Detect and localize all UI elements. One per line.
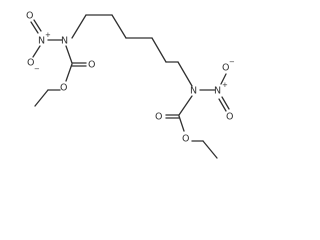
bond-chain-5 bbox=[151, 37, 167, 63]
bond-nitro-o-double-right-a bbox=[221, 96, 230, 110]
bond-nitro-o-single-right bbox=[220, 73, 227, 85]
atom-nitro-o-double-left: O bbox=[26, 11, 33, 22]
atom-nitro-o-minus-left: O bbox=[27, 58, 34, 69]
charge-minus-left: − bbox=[34, 65, 40, 73]
atom-ester-o-right: O bbox=[182, 134, 189, 145]
bond-n-carbonyl-right bbox=[178, 95, 193, 116]
atom-nitro-o-minus-right: O bbox=[222, 63, 229, 74]
bond-nitro-o-double-right-b bbox=[218, 98, 227, 112]
charge-minus-right: − bbox=[229, 58, 235, 66]
bond-nitro-o-double-left-a bbox=[30, 21, 39, 34]
bond-ch2-ch3-left bbox=[34, 89, 49, 107]
bond-ch2-ch3-right bbox=[202, 140, 218, 159]
bond-chain-1 bbox=[71, 14, 87, 39]
atom-carbonyl-o-right: O bbox=[155, 112, 162, 123]
charge-plus-left: + bbox=[45, 31, 51, 39]
atom-nitro-n-right: N bbox=[214, 86, 221, 97]
bond-nitro-o-single-left bbox=[32, 45, 41, 58]
chemical-structure: N N + O − O O O N N + O − O O O bbox=[26, 11, 235, 159]
charge-plus-right: + bbox=[222, 81, 228, 89]
atom-nitro-o-double-right: O bbox=[226, 112, 233, 123]
atom-nitro-n-left: N bbox=[38, 36, 45, 47]
atom-ester-o-left: O bbox=[60, 83, 67, 94]
bond-chain-3 bbox=[111, 14, 127, 39]
bond-chain-7 bbox=[177, 61, 193, 87]
bonds bbox=[30, 14, 230, 159]
bond-c-oester-right bbox=[178, 115, 185, 132]
bond-nitro-o-double-left-b bbox=[33, 19, 42, 32]
bond-n-carbonyl-left bbox=[65, 45, 73, 64]
atom-labels: N N + O − O O O N N + O − O O O bbox=[26, 11, 235, 145]
atom-n-left: N bbox=[61, 36, 68, 47]
atom-carbonyl-o-left: O bbox=[88, 60, 95, 71]
bond-c-oester-left bbox=[65, 63, 73, 82]
atom-n-right: N bbox=[190, 86, 197, 97]
